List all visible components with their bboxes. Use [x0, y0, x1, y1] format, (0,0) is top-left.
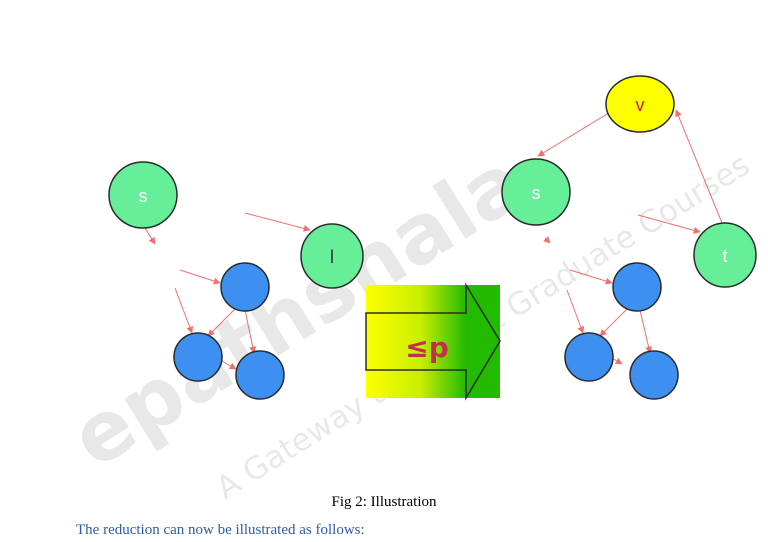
node-label: s: [139, 186, 148, 206]
edge: [599, 307, 629, 337]
node-label: v: [636, 95, 645, 115]
reduction-symbol: ≤p: [405, 331, 449, 364]
figure-caption: Fig 2: Illustration: [331, 494, 437, 510]
body-paragraph: The reduction can now be illustrated as …: [76, 522, 365, 538]
right-graph-edges: [537, 109, 723, 365]
edge: [637, 214, 701, 234]
edge: [207, 307, 237, 337]
edge: [675, 109, 723, 224]
node-blue: [629, 350, 679, 400]
edge: [144, 227, 156, 245]
edge: [537, 110, 613, 157]
node-t-right: t: [693, 222, 757, 288]
edge: [566, 289, 585, 334]
reduction-arrow: ≤p: [365, 282, 501, 401]
node-blue: [220, 262, 270, 312]
node-v-right: v: [605, 75, 675, 133]
edge: [543, 236, 551, 244]
left-graph-edges: [144, 212, 311, 370]
node-s-left: s: [108, 161, 178, 229]
edge: [244, 212, 311, 232]
node-label: s: [532, 183, 541, 203]
node-blue: [173, 332, 223, 382]
edge: [219, 359, 237, 370]
node-s-right: s: [501, 158, 571, 226]
left-graph: s l: [108, 161, 364, 400]
node-blue: [564, 332, 614, 382]
right-graph: v s t: [501, 75, 757, 400]
node-blue: [612, 262, 662, 312]
node-label: t: [722, 246, 727, 266]
edge: [179, 269, 221, 285]
node-l-left: l: [300, 223, 364, 289]
edge: [639, 309, 652, 354]
node-blue: [235, 350, 285, 400]
node-label: l: [330, 247, 334, 267]
edge: [174, 287, 194, 334]
edge: [569, 269, 613, 285]
edge: [244, 309, 257, 354]
